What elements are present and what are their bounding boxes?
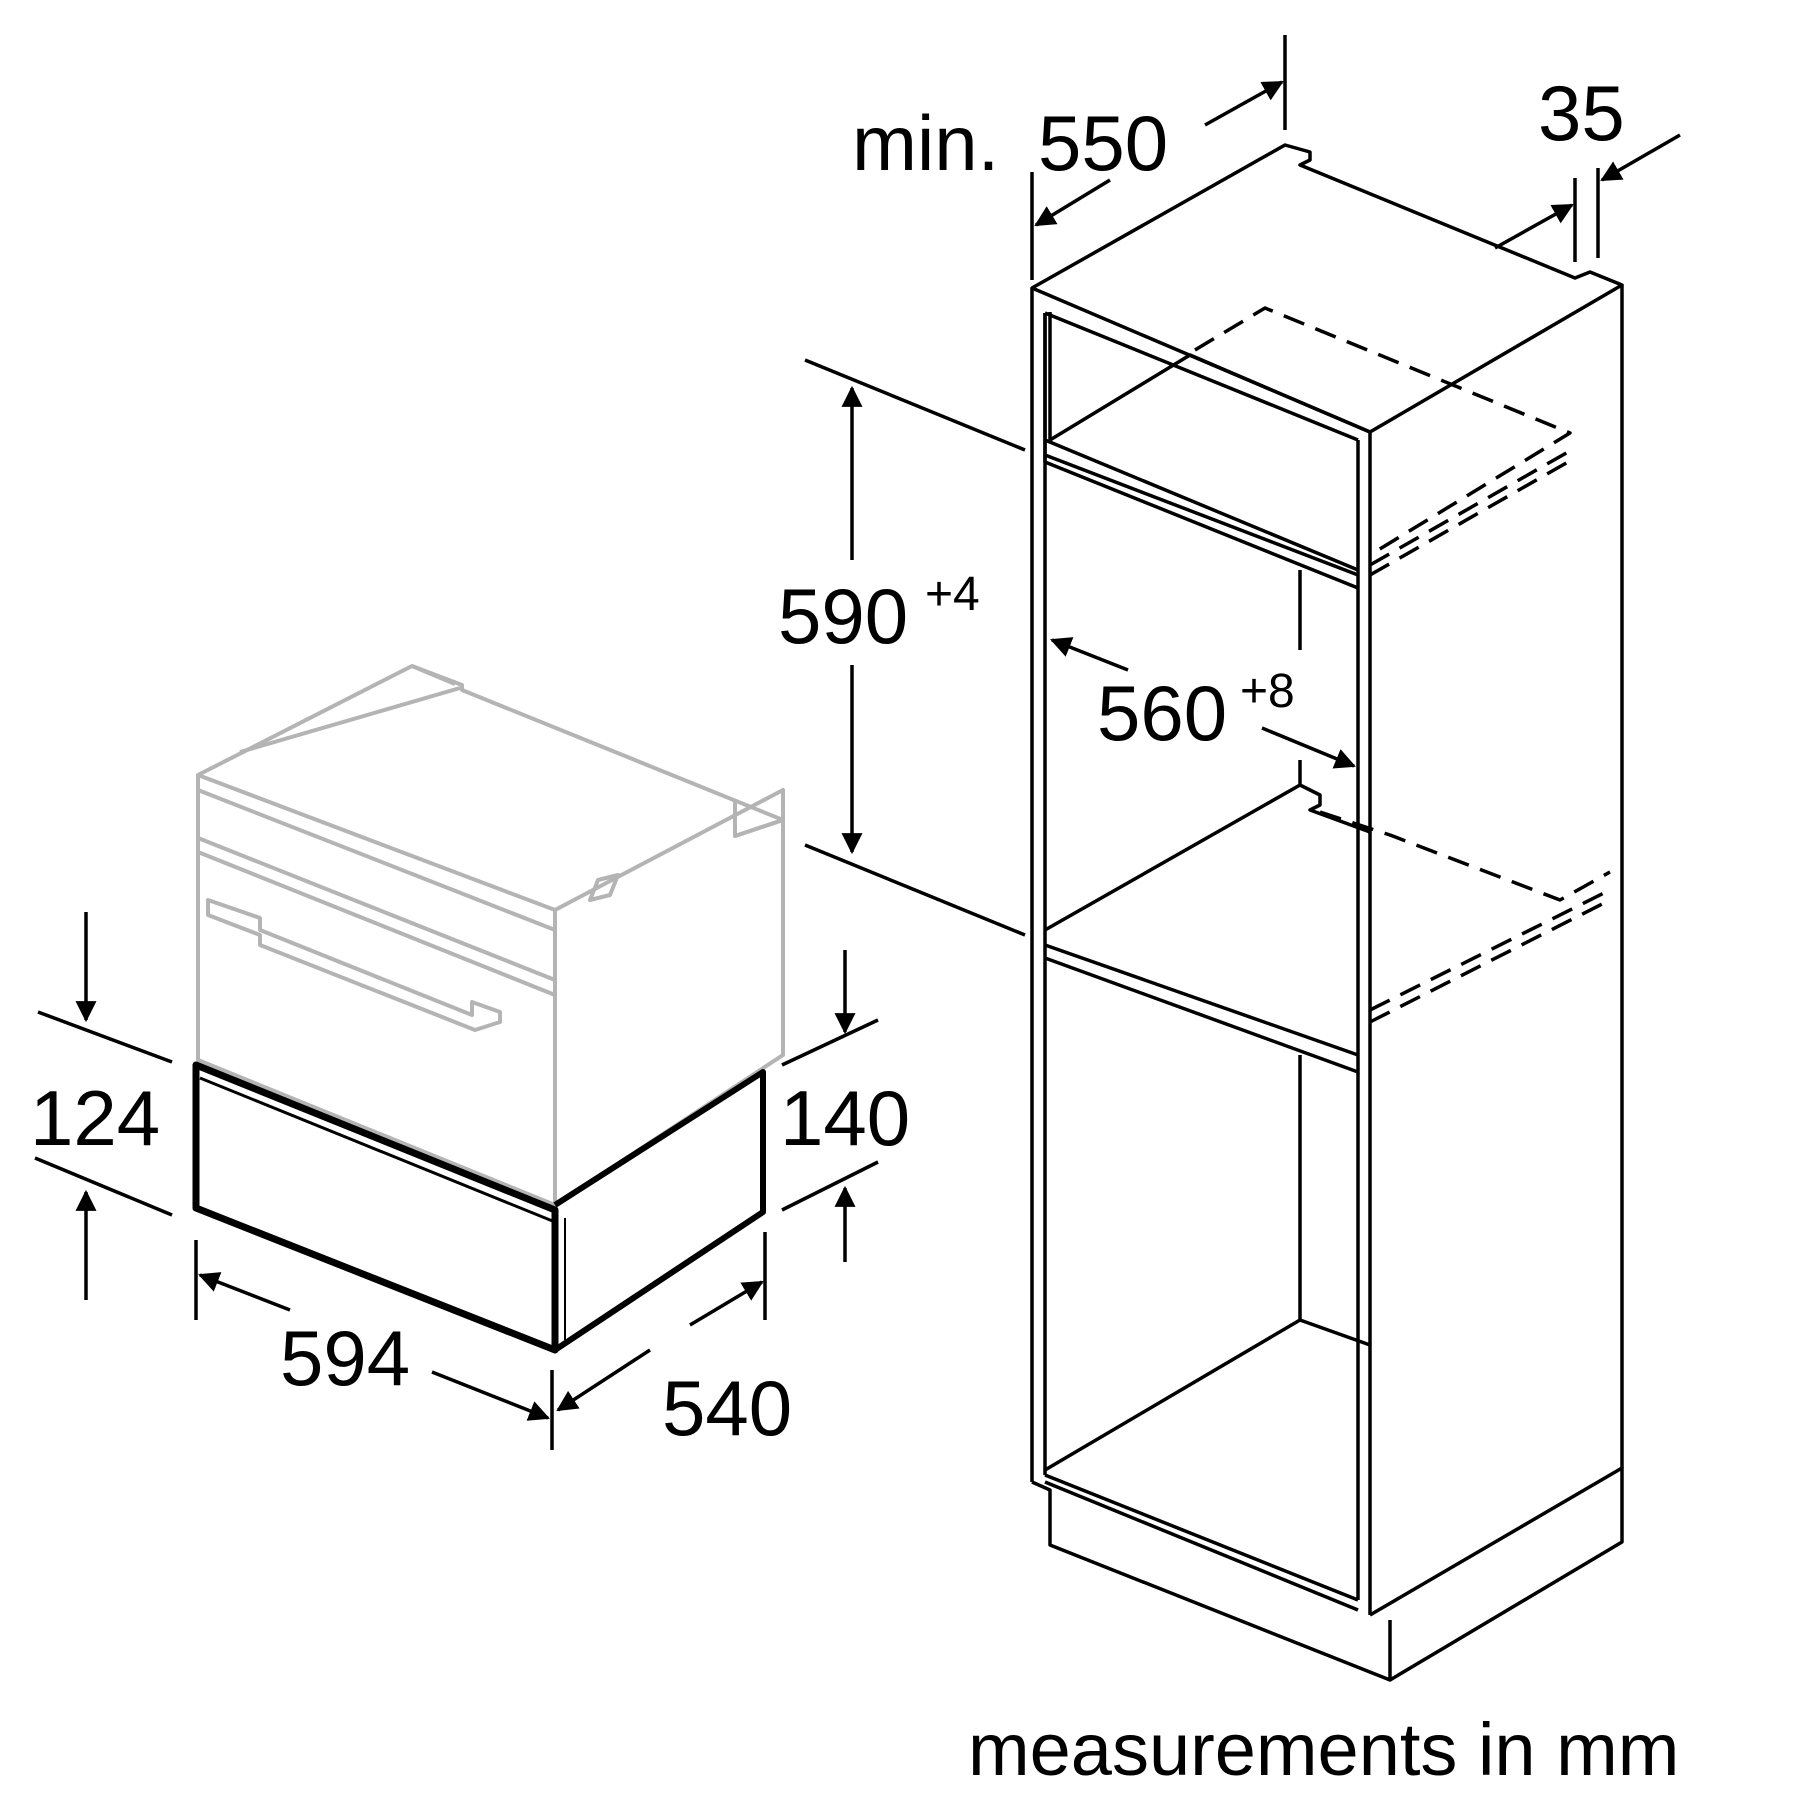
dim-niche-height-value: 590 xyxy=(778,572,908,660)
dim-drawer-depth-value: 540 xyxy=(662,1364,792,1452)
ghost-appliance xyxy=(196,664,785,1207)
units-note: measurements in mm xyxy=(968,1708,1679,1791)
dim-niche-width-tolerance: +8 xyxy=(1240,665,1295,718)
tall-cabinet xyxy=(1030,143,1624,1682)
dim-cabinet-depth-value: 550 xyxy=(1038,99,1168,187)
dim-cabinet-depth-prefix: min. xyxy=(852,99,999,187)
dim-drawer-width-value: 594 xyxy=(280,1314,410,1402)
dim-drawer-side-height-value: 140 xyxy=(780,1074,910,1162)
dim-drawer-front-height-value: 124 xyxy=(30,1074,160,1162)
dim-niche-width-value: 560 xyxy=(1097,669,1227,757)
dim-niche-height-tolerance: +4 xyxy=(925,568,980,621)
dim-rear-gap-value: 35 xyxy=(1538,69,1625,157)
dimension-lines xyxy=(34,35,1681,1450)
warming-drawer xyxy=(192,1061,766,1354)
